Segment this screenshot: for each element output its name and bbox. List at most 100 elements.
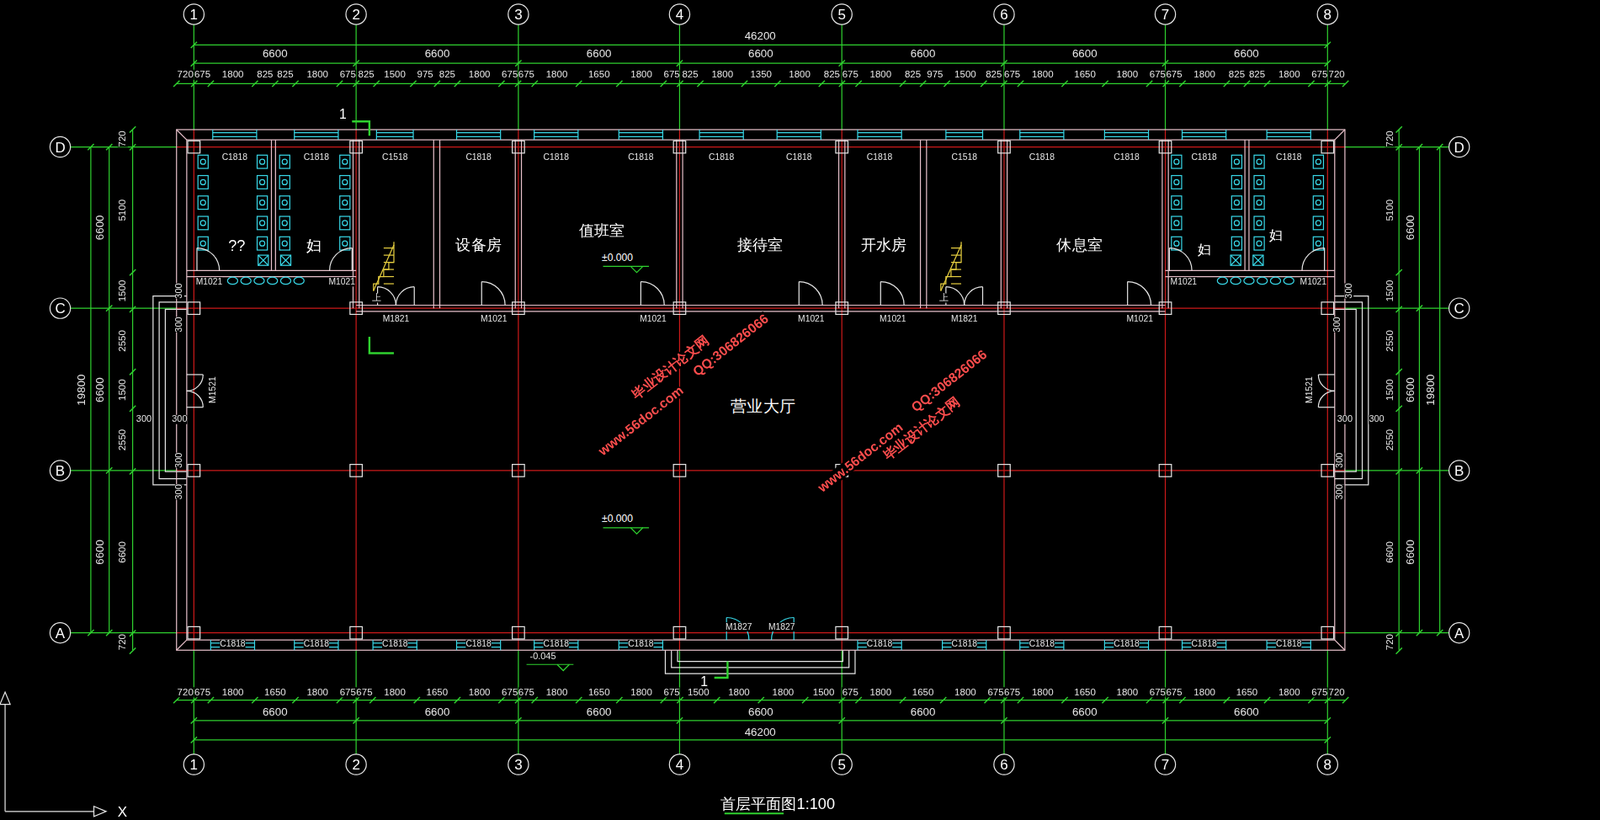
- dimension: 2550: [1384, 329, 1395, 352]
- dimension-tick: [414, 696, 420, 703]
- dimension: 1800: [954, 686, 977, 697]
- axis-bubble: [831, 754, 852, 775]
- dimension-tick: [129, 126, 136, 133]
- door-leaf: [196, 248, 197, 272]
- dimension: 825: [1228, 69, 1245, 80]
- dimension-tick: [839, 60, 846, 67]
- floor-drain: [1253, 255, 1264, 266]
- window: [1104, 132, 1149, 133]
- dimension-tick: [1396, 405, 1403, 412]
- toilet-fixture: [281, 240, 288, 246]
- dimension-tick: [839, 696, 846, 703]
- window: [1020, 136, 1064, 138]
- dimension-line: [108, 147, 110, 633]
- axis-line: [517, 129, 519, 650]
- window: [1266, 132, 1311, 133]
- stair-note: 上: [939, 293, 949, 303]
- dimension: 300: [171, 414, 187, 425]
- window: [945, 129, 947, 140]
- dimension-tick: [191, 696, 197, 703]
- wall: [356, 304, 1165, 306]
- dimension-tick: [1396, 368, 1403, 375]
- window-code: C1818: [866, 153, 893, 162]
- axis-bubble: [345, 4, 367, 25]
- wash-basin: [267, 276, 278, 284]
- room-name: 营业大厅: [730, 397, 797, 415]
- dimension: 1800: [711, 69, 734, 80]
- dimension: 1800: [630, 686, 653, 697]
- door-swing: [186, 390, 203, 407]
- cad-line: [1334, 639, 1345, 650]
- window: [1266, 136, 1311, 138]
- axis-bubble: [508, 754, 529, 775]
- column: [998, 464, 1011, 478]
- dimension-tick: [1416, 467, 1423, 474]
- axis-label: 6: [999, 6, 1008, 22]
- cad-line: [176, 129, 187, 140]
- grid-extension: [1344, 146, 1450, 148]
- dimension: 1800: [1193, 69, 1216, 80]
- window: [212, 132, 257, 133]
- dimension-tick: [1396, 648, 1403, 654]
- wall: [1168, 139, 1170, 309]
- dimension-tick: [984, 696, 991, 703]
- dimension: 300: [1368, 414, 1384, 425]
- dimension-tick: [899, 696, 906, 703]
- wash-basin: [227, 276, 238, 284]
- dimension-tick: [899, 80, 906, 87]
- axis-label: 5: [837, 6, 846, 22]
- dimension-tick: [191, 736, 197, 743]
- dimension-tick: [575, 80, 582, 87]
- dimension-tick: [531, 696, 538, 703]
- step-line: [664, 649, 856, 674]
- toilet-stall: [257, 175, 268, 190]
- door-code: M1021: [1300, 276, 1328, 286]
- toilet-stall: [340, 154, 351, 169]
- dimension-tick: [1101, 696, 1108, 703]
- window: [1019, 129, 1021, 140]
- dimension: 675: [518, 686, 535, 697]
- wash-basin: [1283, 276, 1294, 284]
- dimension-tick: [515, 696, 521, 703]
- step-line: [159, 302, 187, 479]
- dimension-tick: [616, 696, 622, 703]
- axis-line: [841, 129, 843, 650]
- dimension: 1650: [912, 686, 935, 697]
- door-swing: [1127, 281, 1152, 306]
- toilet-stall: [1254, 216, 1265, 230]
- dimension: 720: [117, 130, 128, 147]
- toilet-stall: [1171, 154, 1182, 169]
- dimension-tick: [129, 269, 136, 276]
- dimension: 1800: [1278, 69, 1301, 80]
- window: [857, 132, 902, 133]
- axis-label: 4: [675, 6, 684, 22]
- stair: [940, 241, 962, 291]
- dimension: 675: [501, 69, 518, 80]
- axis-line: [1003, 129, 1005, 650]
- window: [941, 639, 943, 650]
- dimension-tick: [373, 80, 380, 87]
- column: [512, 302, 526, 315]
- toilet-fixture: [260, 240, 266, 246]
- dimension-tick: [1000, 80, 1007, 87]
- outer-wall: [186, 139, 1335, 640]
- elevation: -0.045: [530, 651, 557, 661]
- column: [350, 302, 363, 315]
- wash-basin: [1243, 276, 1255, 284]
- window: [982, 129, 984, 140]
- column: [1321, 464, 1335, 478]
- dimension-tick: [802, 696, 808, 703]
- dimension-tick: [251, 696, 258, 703]
- toilet-fixture: [200, 179, 206, 185]
- toilet-fixture: [260, 179, 266, 185]
- axis-label: 2: [351, 757, 360, 772]
- stair-tread: [383, 261, 394, 263]
- dimension: 675: [987, 686, 1004, 697]
- window-code: C1818: [1275, 639, 1302, 649]
- dimension: 1800: [788, 69, 811, 80]
- grid-extension: [1344, 632, 1450, 633]
- window: [456, 129, 458, 140]
- dimension-tick: [106, 629, 112, 636]
- dimension-tick: [1223, 696, 1230, 703]
- window-code: C1818: [1190, 153, 1217, 162]
